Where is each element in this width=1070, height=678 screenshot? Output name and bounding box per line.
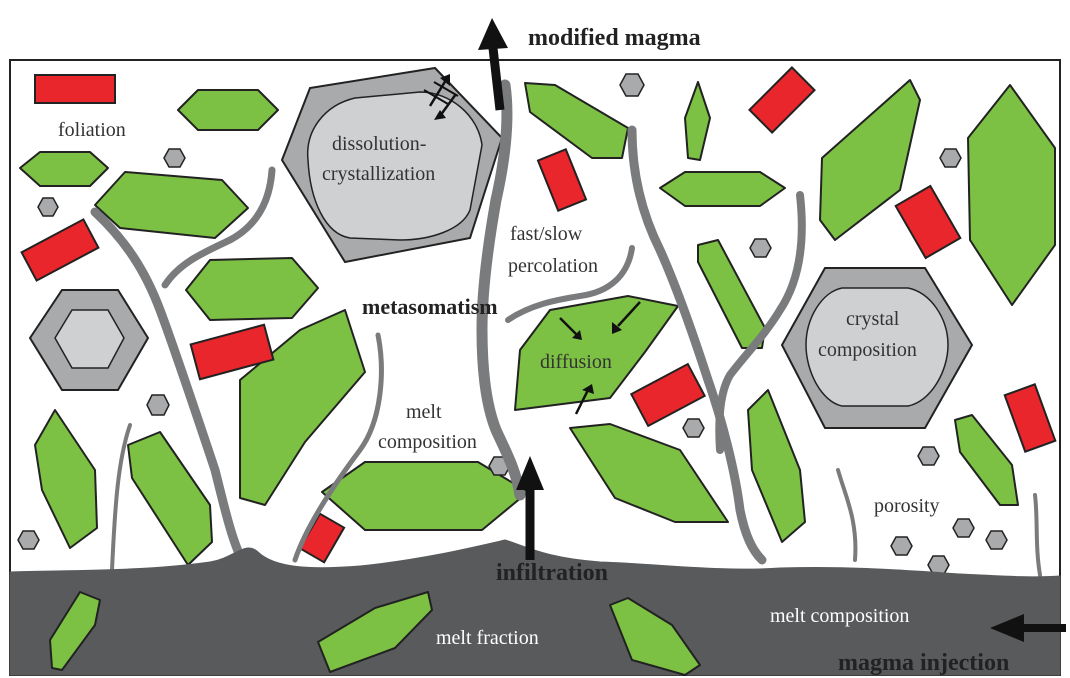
small-hexagon bbox=[891, 537, 912, 555]
green-crystal bbox=[660, 172, 785, 206]
small-hexagon bbox=[953, 519, 974, 537]
label-melt-fraction: melt fraction bbox=[436, 627, 539, 649]
label-diffusion: diffusion bbox=[540, 351, 612, 373]
small-hexagon bbox=[683, 419, 704, 437]
label-composition: composition bbox=[818, 339, 917, 361]
small-hexagon bbox=[164, 149, 185, 167]
modified-magma-arrow-head bbox=[478, 18, 508, 50]
green-crystal bbox=[20, 152, 108, 186]
label-foliation: foliation bbox=[58, 119, 126, 141]
label-fast-slow: fast/slow bbox=[510, 223, 583, 245]
label-porosity: porosity bbox=[874, 495, 940, 517]
label-melt-line1: melt bbox=[406, 401, 442, 423]
green-crystal bbox=[186, 258, 318, 320]
green-crystal bbox=[178, 90, 278, 130]
label-metasomatism: metasomatism bbox=[362, 294, 498, 319]
small-hexagon bbox=[940, 149, 961, 167]
label-modified-magma: modified magma bbox=[528, 25, 701, 51]
label-magma-injection: magma injection bbox=[838, 650, 1009, 676]
label-melt-line2: composition bbox=[378, 431, 477, 453]
label-dissolution-line2: crystallization bbox=[322, 163, 435, 185]
label-infiltration: infiltration bbox=[496, 560, 608, 586]
label-percolation: percolation bbox=[508, 255, 598, 277]
label-melt-composition-bottom: melt composition bbox=[770, 605, 909, 627]
label-dissolution-line1: dissolution- bbox=[332, 133, 426, 155]
small-hexagon bbox=[620, 74, 644, 96]
small-hexagon bbox=[986, 531, 1007, 549]
small-hexagon bbox=[918, 447, 939, 465]
small-hexagon bbox=[38, 198, 58, 216]
small-hexagon bbox=[750, 239, 771, 257]
red-crystal bbox=[35, 75, 115, 103]
small-hexagon bbox=[147, 395, 169, 415]
small-hexagon bbox=[18, 531, 39, 549]
small-hexagon bbox=[928, 556, 949, 574]
label-crystal: crystal bbox=[846, 308, 900, 330]
